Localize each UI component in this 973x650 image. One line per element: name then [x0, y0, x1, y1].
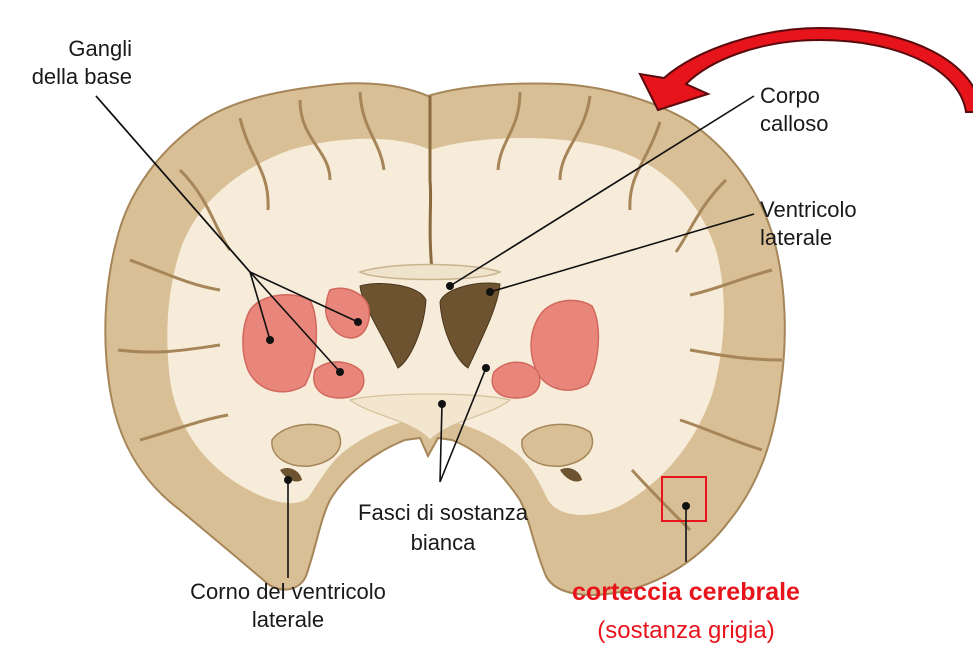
label-ventricle-horn-line2: laterale	[252, 607, 324, 632]
label-corpus-callosum-line1: Corpo	[760, 83, 820, 108]
corpus-callosum	[360, 265, 500, 280]
label-white-matter-line1: Fasci di sostanza	[358, 500, 529, 525]
label-white-matter-line2: bianca	[411, 530, 477, 555]
label-cerebral-cortex: corteccia cerebrale	[572, 578, 800, 606]
label-gray-matter: (sostanza grigia)	[597, 617, 774, 644]
label-lateral-ventricle-line1: Ventricolo	[760, 197, 857, 222]
label-lateral-ventricle-line2: laterale	[760, 225, 832, 250]
label-corpus-callosum-line2: calloso	[760, 111, 828, 136]
label-basal-ganglia-line2: della base	[32, 64, 132, 89]
label-basal-ganglia-line1: Gangli	[68, 36, 132, 61]
label-ventricle-horn-line1: Corno del ventricolo	[190, 579, 386, 604]
